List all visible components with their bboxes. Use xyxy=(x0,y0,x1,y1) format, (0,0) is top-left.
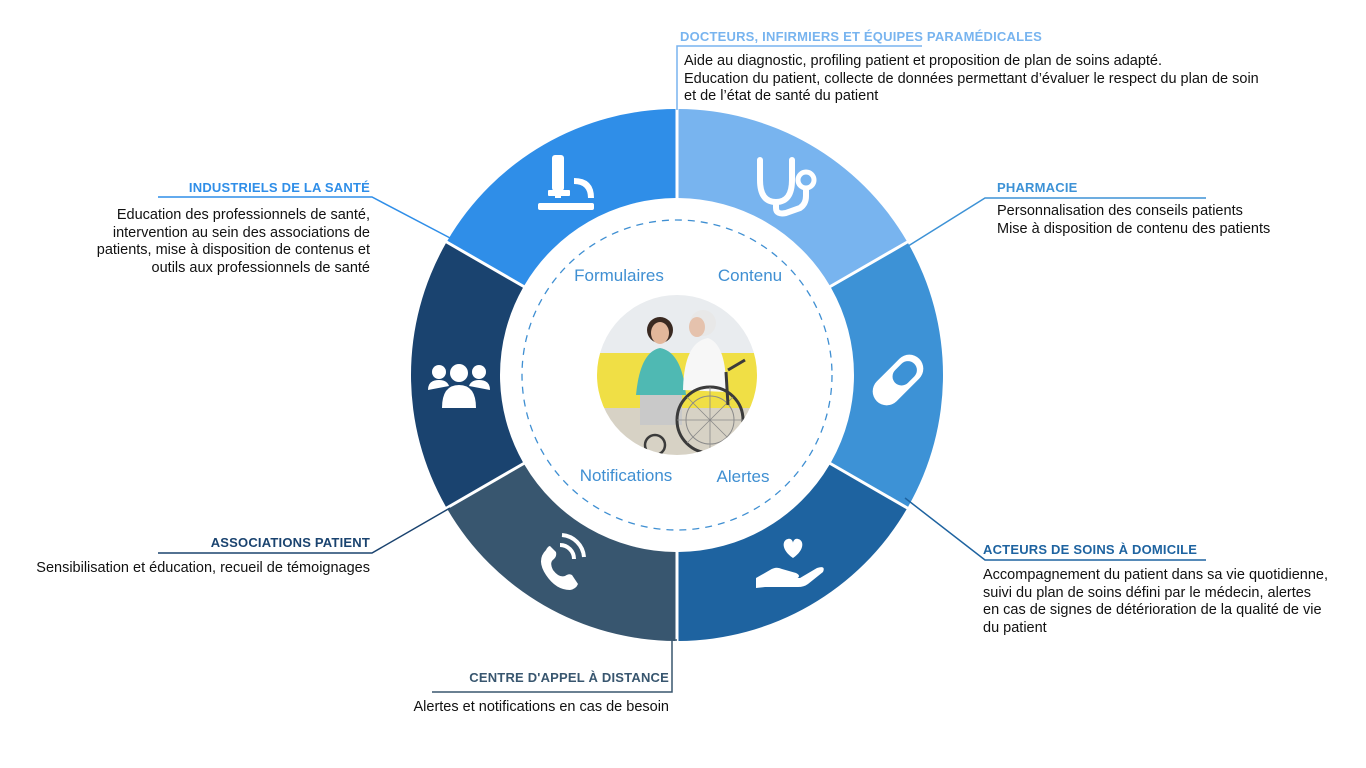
pill-icon xyxy=(872,354,924,406)
home-care-line-4: du patient xyxy=(983,619,1047,636)
connector-pharmacy xyxy=(904,197,1206,249)
connector-home-care xyxy=(904,497,1206,561)
call-center-line-1: Alertes et notifications en cas de besoi… xyxy=(413,699,669,715)
callout-industry: INDUSTRIELS DE LA SANTÉ Education des pr… xyxy=(97,180,370,277)
pharmacy-title: PHARMACIE xyxy=(997,180,1078,195)
connector-industry xyxy=(158,196,453,240)
industry-line-3: patients, mise à disposition de contenus… xyxy=(96,242,370,258)
industry-line-4: outils aux professionnels de santé xyxy=(151,259,370,276)
home-care-line-1: Accompagnement du patient dans sa vie qu… xyxy=(983,567,1329,583)
stethoscope-icon xyxy=(757,157,817,217)
industry-description: Education des professionnels de santé, i… xyxy=(97,207,370,277)
caregiver-with-elderly-patient-photo xyxy=(597,295,757,455)
label-notifications: Notifications xyxy=(580,466,673,485)
doctors-line-1: Aide au diagnostic, profiling patient et… xyxy=(684,53,1163,69)
industry-line-1: Education des professionnels de santé, xyxy=(116,207,370,223)
connector-lines xyxy=(158,45,1206,693)
call-center-description: Alertes et notifications en cas de besoi… xyxy=(413,699,669,717)
callout-doctors: DOCTEURS, INFIRMIERS ET ÉQUIPES PARAMÉDI… xyxy=(680,29,1259,106)
patient-associations-line-1: Sensibilisation et éducation, recueil de… xyxy=(36,560,370,576)
callout-pharmacy: PHARMACIE Personnalisation des conseils … xyxy=(997,180,1270,238)
doctors-title: DOCTEURS, INFIRMIERS ET ÉQUIPES PARAMÉDI… xyxy=(680,29,1042,44)
home-care-description: Accompagnement du patient dans sa vie qu… xyxy=(983,567,1328,637)
hand-heart-icon xyxy=(756,538,824,588)
segment-doctors xyxy=(678,109,907,286)
connector-doctors xyxy=(676,45,922,110)
home-care-line-2: suivi du plan de soins défini par le méd… xyxy=(983,584,1312,601)
patient-associations-title: ASSOCIATIONS PATIENT xyxy=(210,535,370,550)
users-icon xyxy=(428,364,490,408)
microscope-icon xyxy=(538,155,594,210)
callout-patient-associations: ASSOCIATIONS PATIENT Sensibilisation et … xyxy=(36,535,370,578)
industry-line-2: intervention au sein des associations de xyxy=(112,224,370,241)
label-formulaires: Formulaires xyxy=(574,266,664,285)
doctors-line-2: Education du patient, collecte de donnée… xyxy=(684,70,1259,87)
connector-call-center xyxy=(432,639,677,693)
phone-icon xyxy=(541,533,586,590)
inner-dashed-circle xyxy=(521,219,833,531)
pharmacy-line-2: Mise à disposition de contenu des patien… xyxy=(997,220,1271,237)
connector-patient-associations xyxy=(158,507,451,554)
segment-industry xyxy=(447,109,676,286)
doctors-line-3: et de l’état de santé du patient xyxy=(684,88,879,104)
patient-associations-description: Sensibilisation et éducation, recueil de… xyxy=(36,560,370,578)
call-center-title: CENTRE D'APPEL À DISTANCE xyxy=(469,670,669,685)
callout-home-care: ACTEURS DE SOINS À DOMICILE Accompagneme… xyxy=(983,542,1328,637)
segment-call-center xyxy=(447,464,676,641)
home-care-title: ACTEURS DE SOINS À DOMICILE xyxy=(983,542,1198,557)
industry-title: INDUSTRIELS DE LA SANTÉ xyxy=(188,180,370,195)
pharmacy-description: Personnalisation des conseils patients M… xyxy=(997,203,1270,238)
callout-call-center: CENTRE D'APPEL À DISTANCE Alertes et not… xyxy=(413,670,669,717)
doctors-description: Aide au diagnostic, profiling patient et… xyxy=(684,53,1259,106)
home-care-line-3: en cas de signes de détérioration de la … xyxy=(983,602,1322,618)
label-alertes: Alertes xyxy=(717,467,770,486)
pharmacy-line-1: Personnalisation des conseils patients xyxy=(997,203,1243,219)
label-contenu: Contenu xyxy=(718,266,782,285)
